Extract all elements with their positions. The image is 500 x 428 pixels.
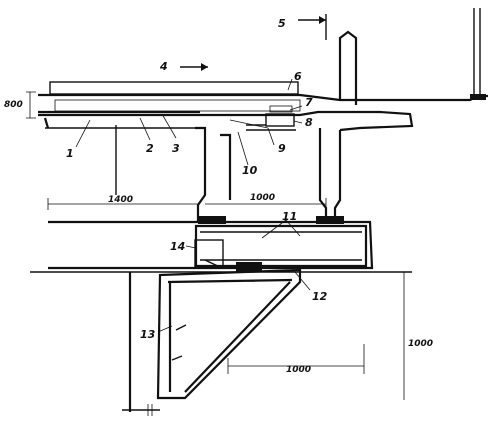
callout-6: 6 — [294, 70, 302, 83]
bearing-detail — [229, 105, 296, 131]
callout-7: 7 — [305, 96, 313, 109]
girder-web — [115, 30, 358, 222]
callout-9: 9 — [278, 142, 286, 155]
callout-14: 14 — [170, 240, 185, 253]
callout-4: 4 — [159, 60, 168, 73]
railing-post — [470, 8, 486, 100]
callout-3: 3 — [172, 142, 180, 155]
callout-2: 2 — [146, 142, 154, 155]
dim-left-span: 1400 — [108, 195, 133, 205]
callout-10: 10 — [242, 164, 258, 177]
callout-12: 12 — [312, 290, 328, 303]
callout-13: 13 — [140, 328, 156, 341]
deck-slab — [38, 81, 488, 132]
callout-8: 8 — [305, 116, 313, 129]
callout-5: 5 — [278, 17, 286, 30]
callout-11: 11 — [282, 210, 297, 223]
pier-cap — [48, 216, 374, 270]
dimension-lines — [26, 91, 412, 400]
dim-corbel-height: 1000 — [408, 339, 433, 349]
leader-lines — [75, 78, 311, 333]
dim-corbel-width: 1000 — [286, 365, 311, 375]
arrow-4 — [180, 63, 208, 71]
dim-deck-depth: 800 — [4, 100, 23, 110]
callout-1: 1 — [66, 147, 74, 160]
support-column — [30, 271, 412, 416]
dim-upper-width: 1000 — [250, 193, 275, 203]
arrow-5 — [298, 14, 327, 40]
corbel — [156, 239, 302, 400]
